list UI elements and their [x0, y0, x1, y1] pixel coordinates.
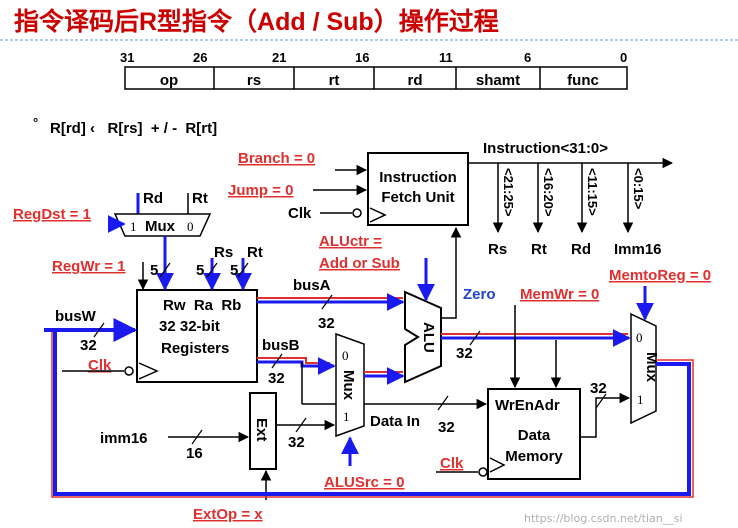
- ifu-clk-label: Clk: [288, 205, 312, 222]
- reg-clk-label: Clk: [88, 357, 112, 374]
- alusrc-mux-in0: 0: [342, 348, 349, 363]
- register-file: [136, 289, 258, 383]
- regdst-signal: RegDst = 1: [13, 206, 91, 223]
- memwr-signal: MemWr = 0: [520, 286, 599, 303]
- bit-11: 11: [439, 50, 453, 65]
- ifu-clk-bubble: [352, 208, 362, 218]
- instruction-format: 31 26 21 16 11 6 0 op rs rt rd shamt fun…: [120, 50, 628, 90]
- instruction-label: Instruction<31:0>: [483, 140, 608, 157]
- ext-out-width: 32: [288, 434, 305, 451]
- bit-0: 0: [620, 50, 627, 65]
- memtoreg-mux-in1: 1: [637, 392, 644, 407]
- aluctr-signal-2: Add or Sub: [319, 255, 400, 272]
- memory-label-2: Data: [518, 427, 551, 444]
- register-label-3: Registers: [161, 340, 229, 357]
- mux-input-rt: Rt: [192, 190, 208, 207]
- imm16-input-label: imm16: [100, 430, 148, 447]
- out-rt: Rt: [531, 241, 547, 258]
- regdst-mux-label: Mux: [145, 218, 176, 235]
- page-title: 指令译码后R型指令（Add / Sub）操作过程: [14, 7, 499, 36]
- ra-width: 5: [196, 262, 204, 279]
- busa-label: busA: [293, 277, 331, 294]
- alusrc-signal: ALUSrc = 0: [324, 474, 404, 491]
- data-in-width: 32: [438, 419, 455, 436]
- rw-width: 5: [150, 262, 158, 279]
- branch-signal: Branch = 0: [238, 150, 315, 167]
- imm16-width: 16: [186, 445, 203, 462]
- out-rd: Rd: [571, 241, 591, 258]
- reg-clk-bubble: [124, 366, 134, 376]
- instruction-fields: <21:25> <16:20> <11:15> <0:15> Rs Rt Rd …: [488, 163, 662, 258]
- ifu-clock-triangle: [369, 207, 387, 223]
- rtl-bullet: °: [33, 115, 38, 130]
- mem-out-width: 32: [590, 380, 607, 397]
- bit-31: 31: [120, 50, 134, 65]
- instruction-fetch-unit: [367, 152, 469, 226]
- bit-16: 16: [355, 50, 369, 65]
- field-rs: rs: [247, 72, 261, 89]
- rb-width: 5: [230, 262, 238, 279]
- reg-rs-label: Rs: [214, 244, 233, 261]
- busb-label: busB: [262, 337, 300, 354]
- alu-out-width: 32: [456, 345, 473, 362]
- mux-input-rd: Rd: [143, 190, 163, 207]
- bit-26: 26: [193, 50, 207, 65]
- data-in-label: Data In: [370, 413, 420, 430]
- register-ports: Rw Ra Rb: [163, 297, 241, 314]
- ifu-label-1: Instruction: [379, 169, 457, 186]
- field-rd: rd: [408, 72, 423, 89]
- regwr-signal: RegWr = 1: [52, 258, 126, 275]
- ext-label: Ext: [253, 418, 270, 441]
- extender: [249, 392, 277, 470]
- reg-rt-label: Rt: [247, 244, 263, 261]
- alusrc-mux-in1: 1: [343, 409, 350, 424]
- mem-clk-bubble: [478, 467, 488, 477]
- busb-width: 32: [268, 370, 285, 387]
- alusrc-mux-label: Mux: [340, 370, 357, 401]
- bit-21: 21: [272, 50, 286, 65]
- alusrc-mux: [335, 332, 365, 438]
- regdst-mux-in0: 0: [187, 219, 194, 234]
- jump-signal: Jump = 0: [228, 182, 293, 199]
- mem-clk-label: Clk: [440, 455, 464, 472]
- field-shamt: shamt: [476, 72, 520, 89]
- out-imm16: Imm16: [614, 241, 662, 258]
- ifu-label-2: Fetch Unit: [381, 189, 454, 206]
- field-rt-range: <16:20>: [541, 168, 556, 217]
- aluctr-signal-1: ALUctr =: [319, 233, 382, 250]
- regdst-mux-in1: 1: [130, 219, 137, 234]
- alu-label: ALU: [420, 322, 437, 353]
- busa-width: 32: [318, 315, 335, 332]
- field-rs-range: <21:25>: [501, 168, 516, 217]
- watermark: https://blog.csdn.net/tian__si: [524, 512, 683, 525]
- memtoreg-mux: [630, 312, 657, 425]
- zero-label: Zero: [463, 286, 496, 303]
- rtl-expression: R[rd] ‹ R[rs] + / - R[rt]: [50, 120, 217, 137]
- field-imm-range: <0:15>: [631, 168, 646, 210]
- bit-6: 6: [524, 50, 531, 65]
- busw-label: busW: [55, 308, 97, 325]
- out-rs: Rs: [488, 241, 507, 258]
- busw-width: 32: [80, 337, 97, 354]
- memtoreg-mux-in0: 0: [636, 330, 643, 345]
- register-label-2: 32 32-bit: [159, 318, 220, 335]
- extop-signal: ExtOp = x: [193, 506, 263, 523]
- mem-out-line: [580, 392, 631, 438]
- register-clock-triangle: [138, 362, 159, 380]
- memtoreg-mux-label: Mux: [643, 352, 660, 383]
- field-rt: rt: [329, 72, 340, 89]
- format-box: [124, 66, 628, 90]
- zero-line: [441, 226, 462, 319]
- writeback-path: [53, 330, 691, 496]
- memtoreg-signal: MemtoReg = 0: [609, 267, 711, 284]
- field-rd-range: <11:15>: [585, 168, 600, 216]
- memory-ports: WrEnAdr: [495, 397, 560, 414]
- memory-label-3: Memory: [505, 448, 563, 465]
- field-func: func: [567, 72, 599, 89]
- field-op: op: [160, 72, 178, 89]
